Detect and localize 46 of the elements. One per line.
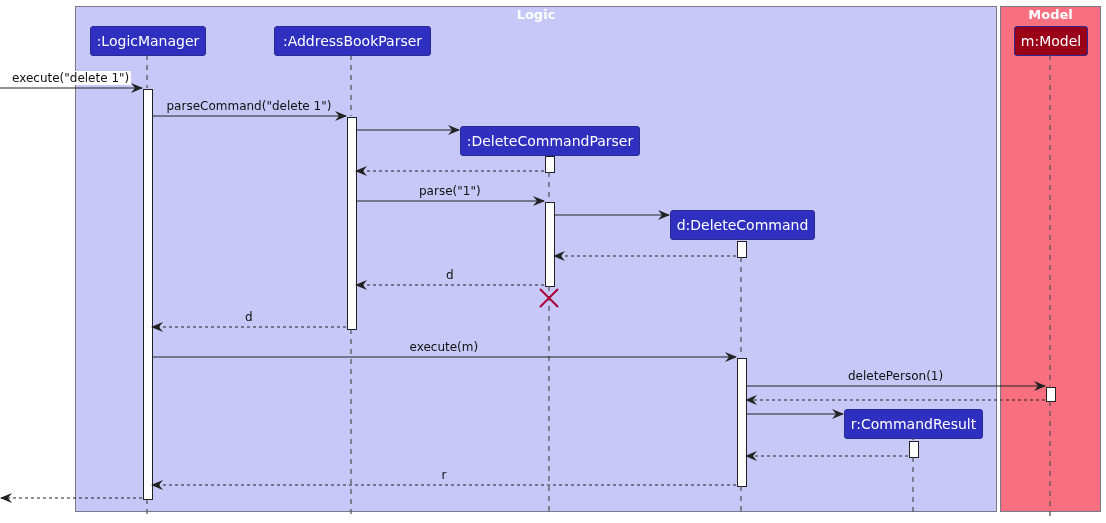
return-arrow — [553, 251, 737, 261]
message-arrow — [151, 352, 737, 362]
message-arrow — [745, 381, 1046, 391]
group-frame — [1000, 6, 1101, 512]
activation-bar — [143, 89, 153, 500]
activation-bar — [545, 202, 555, 287]
message-label: deletePerson(1) — [848, 369, 944, 383]
message-arrow — [745, 409, 844, 419]
return-arrow — [745, 451, 909, 461]
message-label: r — [441, 468, 447, 482]
activation-bar — [545, 156, 555, 173]
message-label: execute(m) — [409, 340, 479, 354]
participant-box — [90, 26, 206, 56]
return-arrow — [151, 322, 347, 332]
return-arrow — [745, 395, 1046, 405]
return-arrow — [355, 280, 545, 290]
activation-bar — [737, 241, 747, 258]
activation-bar — [737, 358, 747, 487]
activation-bar — [347, 117, 357, 330]
message-arrow — [355, 125, 460, 135]
group-title: Model — [1027, 7, 1074, 22]
return-arrow — [151, 480, 737, 490]
participant-name: d:DeleteCommand — [676, 217, 809, 233]
participant-name: :LogicManager — [96, 33, 200, 49]
participant-box — [1014, 26, 1088, 56]
message-label: parseCommand("delete 1") — [166, 99, 332, 113]
activation-bar — [1046, 387, 1056, 402]
message-arrow — [553, 210, 670, 220]
participant-name: :AddressBookParser — [282, 33, 423, 49]
participant-box — [460, 126, 640, 156]
participant-box — [670, 210, 815, 240]
return-arrow — [0, 493, 143, 503]
participant-name: m:Model — [1020, 33, 1082, 49]
message-arrow — [0, 83, 143, 93]
message-label: d — [245, 310, 253, 324]
message-label: d — [446, 268, 454, 282]
participant-box — [844, 409, 983, 439]
activation-bar — [909, 441, 919, 458]
message-arrow — [355, 196, 545, 206]
message-label: execute("delete 1") — [10, 71, 132, 85]
participant-name: r:CommandResult — [850, 416, 977, 432]
message-label: parse("1") — [419, 184, 481, 198]
return-arrow — [355, 166, 545, 176]
message-arrow — [151, 111, 347, 121]
participant-name: :DeleteCommandParser — [466, 133, 634, 149]
participant-box — [274, 26, 431, 56]
